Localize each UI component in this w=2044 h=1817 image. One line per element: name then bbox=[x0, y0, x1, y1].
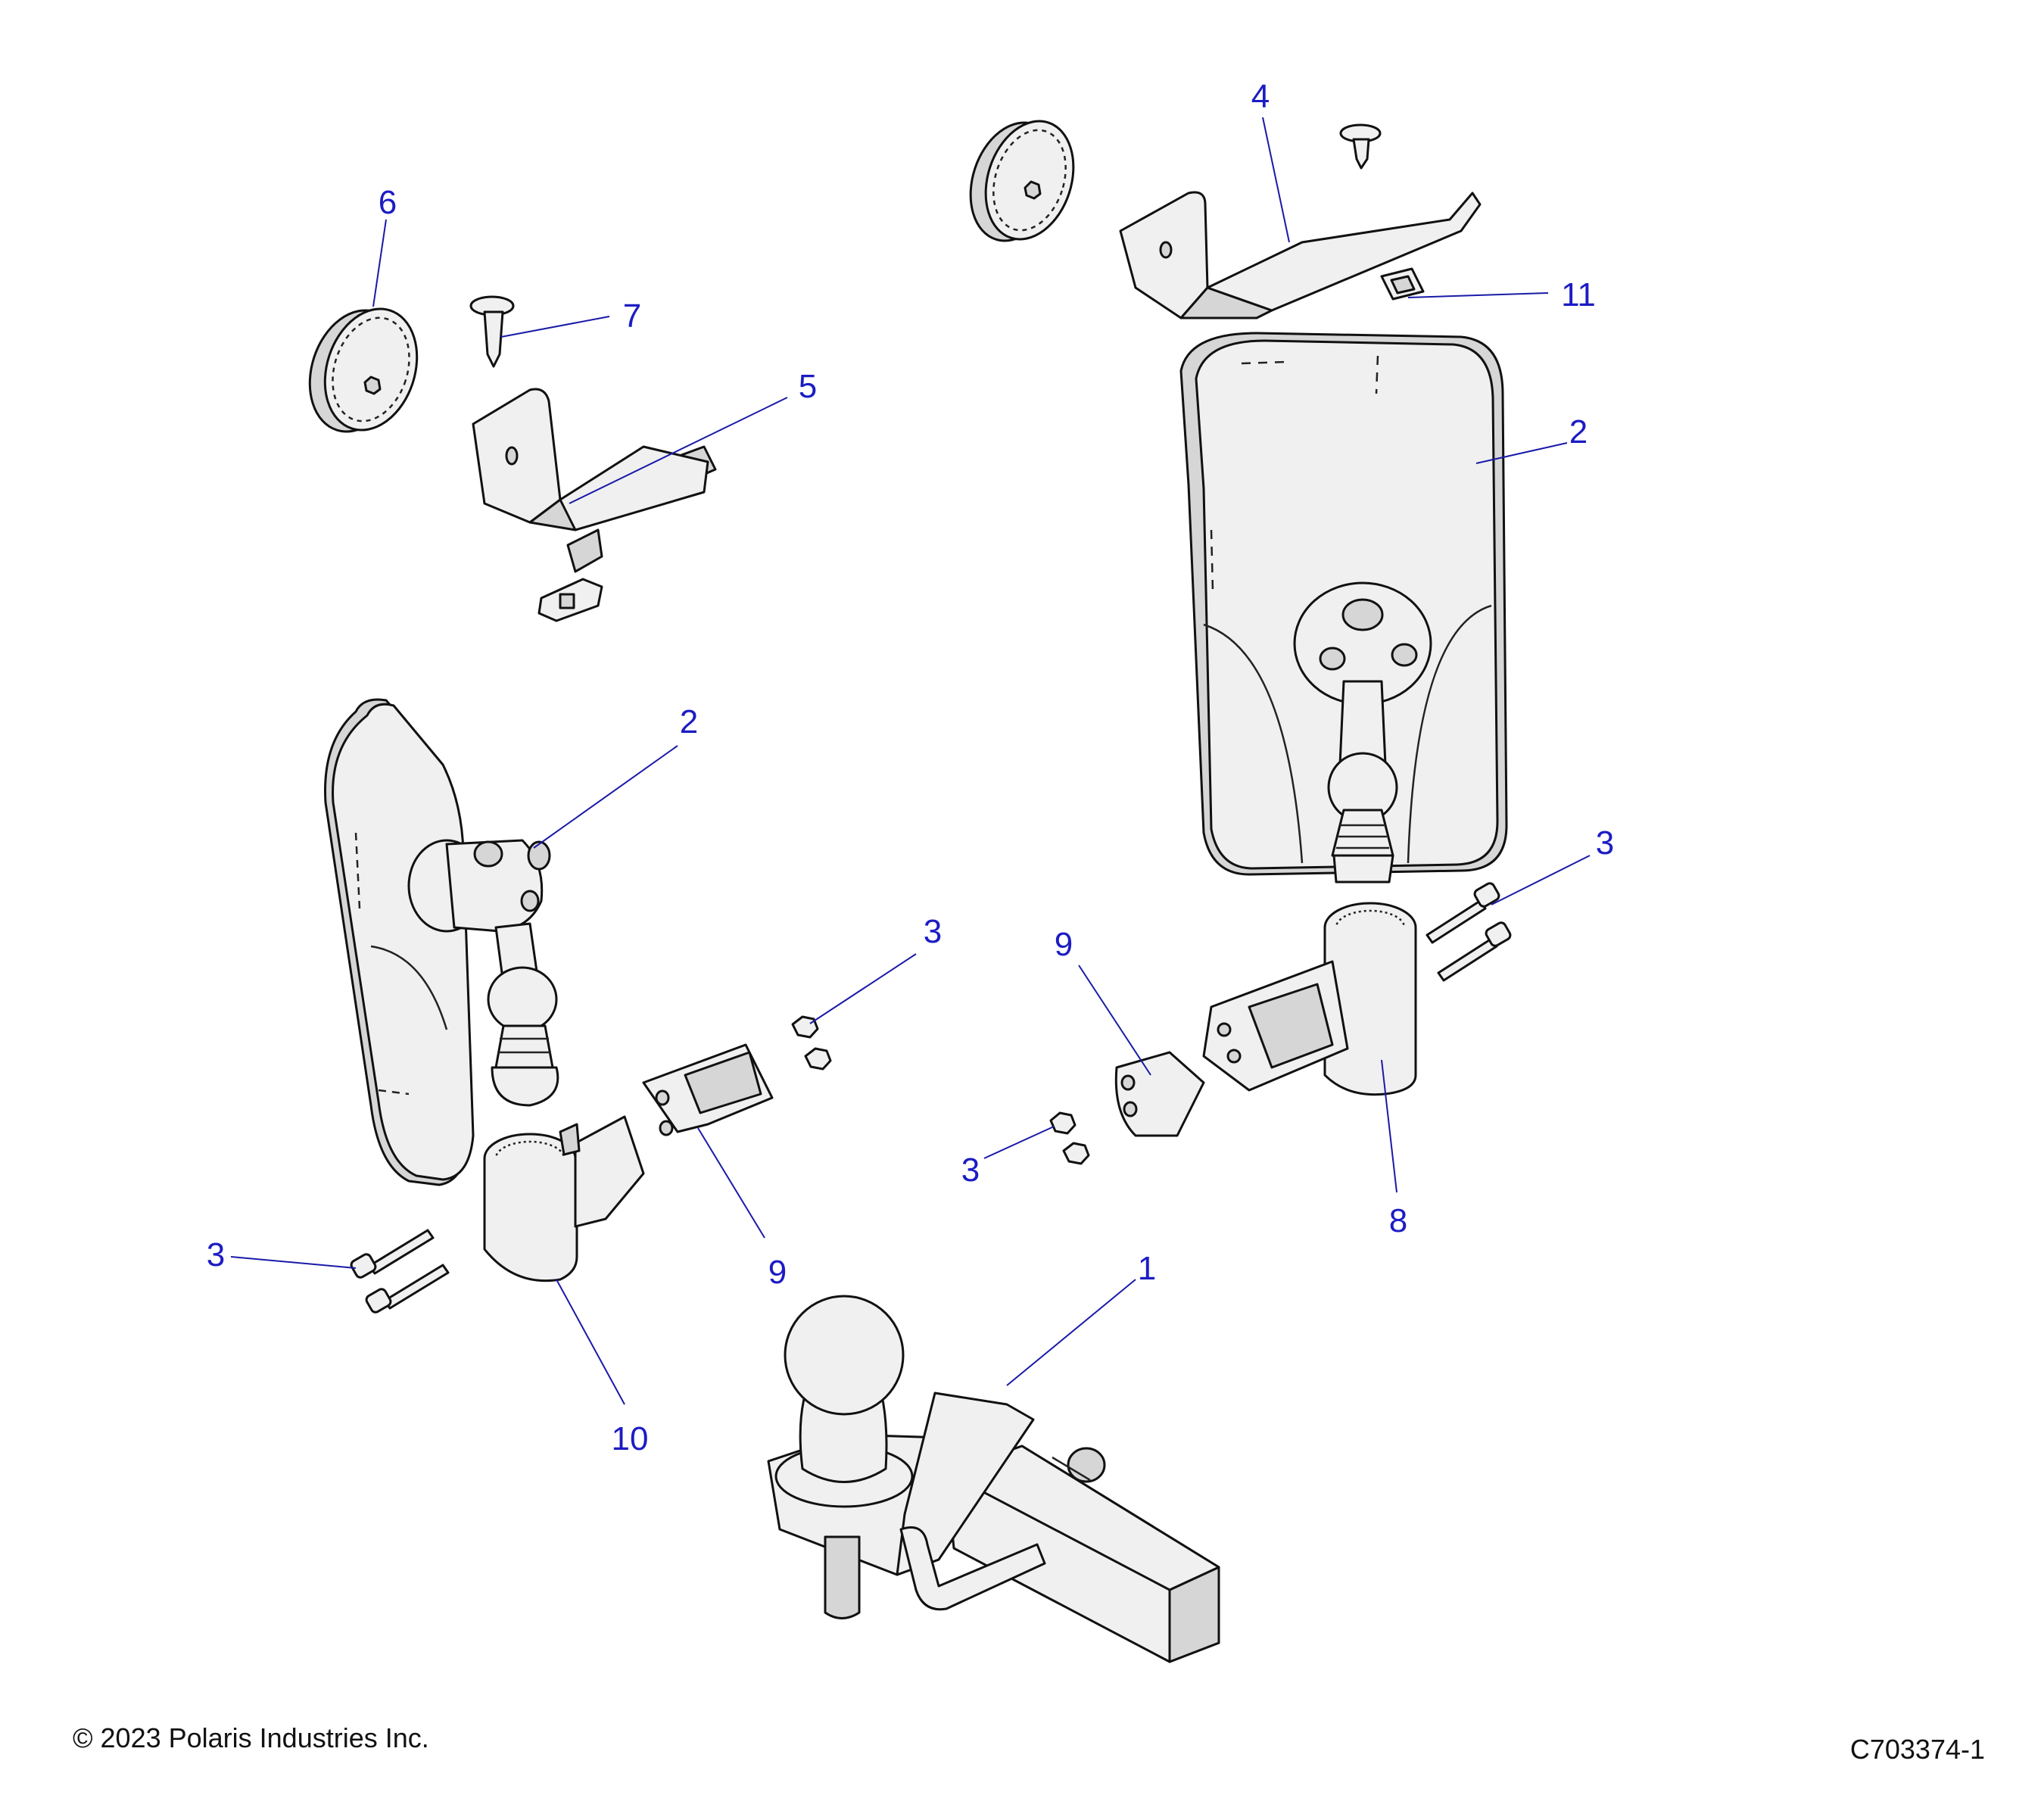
leader-2-lower bbox=[533, 745, 678, 849]
clip-nut-right bbox=[1380, 267, 1425, 301]
leader-2-upper bbox=[1475, 442, 1568, 464]
bracket-left bbox=[472, 388, 717, 573]
hitch-ball-mount bbox=[767, 1295, 1220, 1663]
callout-3-left-nuts: 3 bbox=[924, 913, 942, 950]
callout-4: 4 bbox=[1251, 78, 1270, 115]
nuts-left bbox=[791, 1015, 832, 1071]
callout-8: 8 bbox=[1389, 1202, 1407, 1239]
callout-7: 7 bbox=[623, 298, 641, 335]
leader-7 bbox=[500, 316, 610, 338]
bolts-right bbox=[1426, 882, 1512, 982]
leader-3-left-bolts bbox=[230, 1256, 357, 1269]
figure-id: C703374-1 bbox=[1849, 1734, 1985, 1765]
mirror-left bbox=[324, 698, 559, 1186]
mount-right bbox=[1202, 902, 1417, 1096]
leader-3-right-nuts bbox=[983, 1126, 1055, 1159]
leader-4 bbox=[1262, 117, 1290, 243]
mount-left bbox=[483, 1115, 645, 1282]
leader-9-right bbox=[1078, 965, 1151, 1076]
clamp-right bbox=[1114, 1051, 1205, 1137]
leader-1 bbox=[1006, 1279, 1136, 1386]
leader-6 bbox=[372, 219, 387, 307]
callout-3-right-nuts: 3 bbox=[961, 1152, 980, 1189]
callout-labels: 1 2 2 3 3 3 3 4 5 6 7 8 9 9 10 11 bbox=[207, 78, 1614, 1457]
leader-10 bbox=[556, 1279, 625, 1405]
leader-8 bbox=[1381, 1059, 1397, 1193]
leader-5 bbox=[569, 397, 788, 504]
speed-nut-left bbox=[537, 578, 603, 622]
copyright-notice: © 2023 Polaris Industries Inc. bbox=[73, 1722, 429, 1753]
nuts-right bbox=[1049, 1111, 1090, 1165]
callout-3-left-bolts: 3 bbox=[207, 1236, 225, 1273]
push-rivet-right bbox=[1339, 123, 1382, 170]
reflector-right bbox=[969, 120, 1075, 242]
push-rivet-left bbox=[469, 295, 515, 368]
callout-2-lower: 2 bbox=[680, 703, 698, 740]
leader-3-left-nuts bbox=[809, 953, 917, 1024]
callout-6: 6 bbox=[379, 184, 397, 221]
reflector-left bbox=[308, 307, 419, 433]
leader-lines bbox=[230, 117, 1591, 1405]
clamp-left bbox=[642, 1043, 774, 1136]
mirror-right bbox=[1179, 332, 1508, 884]
callout-10: 10 bbox=[612, 1420, 649, 1457]
callout-11: 11 bbox=[1561, 276, 1596, 313]
leader-3-upper-right bbox=[1491, 855, 1591, 905]
callout-3-upper-right: 3 bbox=[1596, 824, 1614, 862]
bracket-right bbox=[1119, 191, 1482, 319]
bolts-left bbox=[350, 1229, 450, 1314]
callout-9-right: 9 bbox=[1055, 926, 1073, 963]
callout-9-left: 9 bbox=[768, 1254, 787, 1291]
callout-1: 1 bbox=[1138, 1250, 1156, 1287]
callout-5: 5 bbox=[799, 368, 817, 405]
leader-11 bbox=[1407, 292, 1549, 298]
callout-2-upper: 2 bbox=[1569, 413, 1588, 450]
leader-9-left bbox=[697, 1127, 765, 1239]
